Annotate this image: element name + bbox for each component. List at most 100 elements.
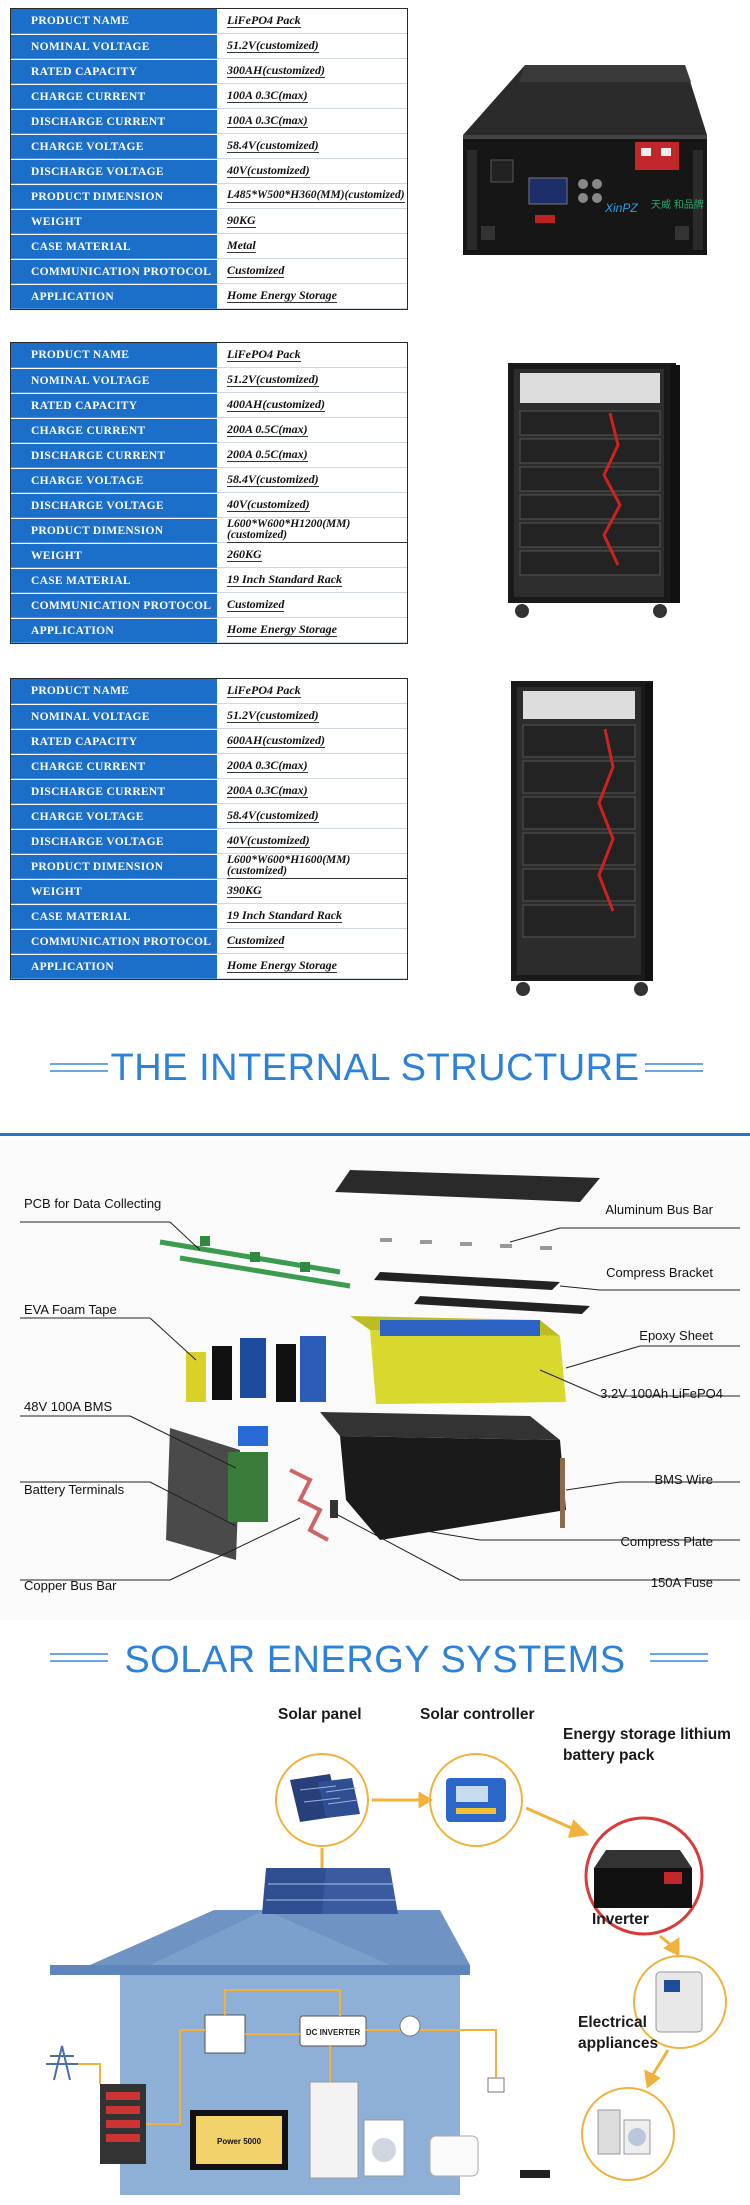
spec-label: WEIGHT (11, 544, 217, 568)
spec-value: 200A 0.3C(max) (217, 755, 407, 779)
spec-value-text: 51.2V(customized) (227, 372, 319, 387)
spec-value: 260KG (217, 544, 407, 568)
spec-row: CASE MATERIAL 19 Inch Standard Rack (11, 568, 407, 593)
label-aluminum-bus-bar: Aluminum Bus Bar (605, 1202, 713, 1217)
spec-value-text: 90KG (227, 213, 256, 228)
spec-label: DISCHARGE VOLTAGE (11, 494, 217, 518)
spec-row: NOMINAL VOLTAGE 51.2V(customized) (11, 34, 407, 59)
spec-label: CHARGE VOLTAGE (11, 135, 217, 159)
spec-label: PRODUCT DIMENSION (11, 519, 217, 543)
spec-value-text: 200A 0.3C(max) (227, 758, 308, 773)
spec-value-text: Customized (227, 933, 285, 948)
appliances-label-line2: appliances (578, 2035, 659, 2052)
spec-value-text: 400AH(customized) (227, 397, 325, 412)
spec-label: COMMUNICATION PROTOCOL (11, 594, 217, 618)
label-fuse: 150A Fuse (650, 1575, 713, 1590)
spec-value-text: 40V(customized) (227, 833, 310, 848)
spec-label: NOMINAL VOLTAGE (11, 369, 217, 393)
spec-value: 51.2V(customized) (217, 35, 407, 59)
spec-row: CHARGE VOLTAGE 58.4V(customized) (11, 468, 407, 493)
spec-value: LiFePO4 Pack (217, 9, 407, 34)
spec-value-text: LiFePO4 Pack (227, 346, 301, 362)
tv-screen-text: Power 5000 (217, 2137, 262, 2146)
spec-value: 200A 0.5C(max) (217, 444, 407, 468)
solar-controller-icon (446, 1778, 506, 1822)
spec-value-text: 58.4V(customized) (227, 472, 319, 487)
spec-value-text: 260KG (227, 547, 262, 562)
power-pylon-icon (46, 2045, 78, 2081)
spec-row: PRODUCT DIMENSION L600*W600*H1200(MM)(cus… (11, 518, 407, 543)
spec-value-text: L600*W600*H1600(MM)(customized) (227, 854, 407, 879)
spec-row: CHARGE VOLTAGE 58.4V(customized) (11, 134, 407, 159)
spec-value: 200A 0.5C(max) (217, 419, 407, 443)
spec-value: 100A 0.3C(max) (217, 85, 407, 109)
exploded-view-diagram (0, 1140, 750, 1620)
spec-row: WEIGHT 260KG (11, 543, 407, 568)
spec-label: COMMUNICATION PROTOCOL (11, 930, 217, 954)
spec-value: L600*W600*H1600(MM)(customized) (217, 854, 407, 879)
spec-label: PRODUCT NAME (11, 679, 217, 704)
battery-pack-label-line1: Energy storage lithium (563, 1726, 731, 1743)
inverter-icon (655, 1971, 703, 2033)
spec-value-text: 40V(customized) (227, 163, 310, 178)
battery-chassis-image: XinPZ 天威 和品牌 (463, 65, 707, 255)
spec-value-text: 19 Inch Standard Rack (227, 572, 343, 587)
spec-row: DISCHARGE VOLTAGE 40V(customized) (11, 493, 407, 518)
spec-value-text: 58.4V(customized) (227, 138, 319, 153)
spec-label: CHARGE CURRENT (11, 419, 217, 443)
internal-structure-header: THE INTERNAL STRUCTURE (0, 1038, 750, 1098)
label-battery-terminals: Battery Terminals (24, 1482, 125, 1497)
spec-value: 51.2V(customized) (217, 369, 407, 393)
label-compress-plate: Compress Plate (620, 1534, 713, 1549)
spec-value-text: L600*W600*H1200(MM)(customized) (227, 518, 407, 543)
spec-value-text: LiFePO4 Pack (227, 12, 301, 28)
rack-cabinet-600ah-image (511, 681, 653, 996)
section-divider-right (645, 1063, 703, 1072)
spec-value: L485*W500*H360(MM)(customized) (217, 185, 407, 209)
spec-label: CASE MATERIAL (11, 569, 217, 593)
spec-label: CHARGE CURRENT (11, 755, 217, 779)
label-copper-bus-bar: Copper Bus Bar (24, 1578, 117, 1593)
spec-value: 40V(customized) (217, 830, 407, 854)
spec-value: 58.4V(customized) (217, 469, 407, 493)
spec-row: CHARGE CURRENT 200A 0.3C(max) (11, 754, 407, 779)
section-title: THE INTERNAL STRUCTURE (110, 1046, 640, 1089)
spec-value-text: 200A 0.3C(max) (227, 783, 308, 798)
spec-label: CASE MATERIAL (11, 905, 217, 929)
spec-value-text: 40V(customized) (227, 497, 310, 512)
spec-value-text: 51.2V(customized) (227, 38, 319, 53)
spec-value: 390KG (217, 880, 407, 904)
spec-value-text: LiFePO4 Pack (227, 682, 301, 698)
solar-system-diagram: DC INVERTER Power 5000 (46, 1753, 727, 2195)
appliances-label-line1: Electrical (578, 2014, 647, 2031)
spec-value: Home Energy Storage (217, 619, 407, 643)
spec-label: CASE MATERIAL (11, 235, 217, 259)
spec-value: L600*W600*H1200(MM)(customized) (217, 518, 407, 543)
spec-label: CHARGE CURRENT (11, 85, 217, 109)
spec-label: CHARGE VOLTAGE (11, 469, 217, 493)
label-epoxy-sheet: Epoxy Sheet (639, 1328, 713, 1343)
spec-label: NOMINAL VOLTAGE (11, 35, 217, 59)
spec-value: 100A 0.3C(max) (217, 110, 407, 134)
appliances-icon (597, 2109, 651, 2155)
section-title: SOLAR ENERGY SYSTEMS (124, 1638, 626, 1681)
rack-cabinet-400ah-image (508, 363, 680, 618)
spec-value-text: Home Energy Storage (227, 288, 337, 303)
spec-value: 19 Inch Standard Rack (217, 905, 407, 929)
spec-value-text: 58.4V(customized) (227, 808, 319, 823)
spec-value-text: 19 Inch Standard Rack (227, 908, 343, 923)
